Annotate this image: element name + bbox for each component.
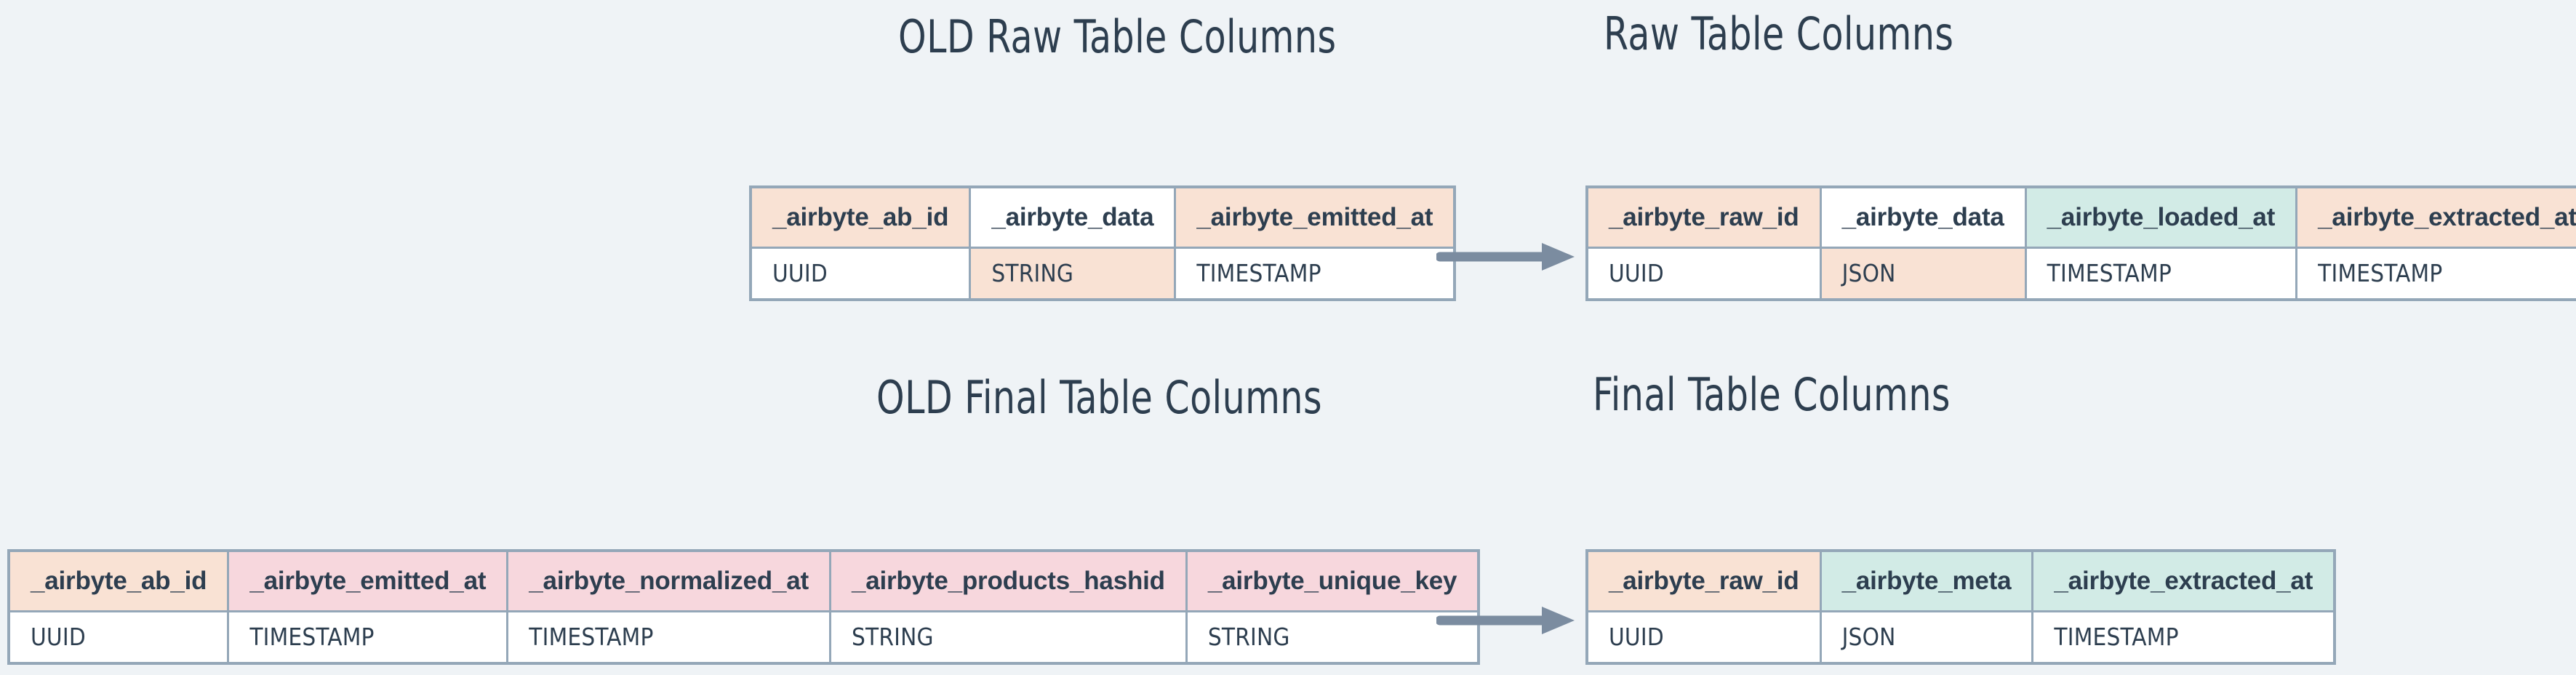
table-header-row: _airbyte_ab_id_airbyte_data_airbyte_emit…: [749, 185, 1456, 249]
title-new-final-table: Final Table Columns: [1593, 368, 1951, 421]
column-type-cell: TIMESTAMP: [227, 610, 509, 665]
column-header-cell: _airbyte_extracted_at: [2031, 549, 2336, 612]
column-header-cell: _airbyte_unique_key: [1185, 549, 1480, 612]
column-header-cell: _airbyte_raw_id: [1585, 549, 1822, 612]
column-header-cell: _airbyte_raw_id: [1585, 185, 1822, 249]
column-header-cell: _airbyte_emitted_at: [227, 549, 509, 612]
table-header-row: _airbyte_raw_id_airbyte_meta_airbyte_ext…: [1585, 549, 2336, 612]
column-type-cell: UUID: [7, 610, 230, 665]
title-old-raw-table: OLD Raw Table Columns: [898, 10, 1337, 63]
column-header-cell: _airbyte_ab_id: [749, 185, 972, 249]
table-header-row: _airbyte_raw_id_airbyte_data_airbyte_loa…: [1585, 185, 2576, 249]
column-type-cell: TIMESTAMP: [1174, 246, 1456, 301]
column-header-cell: _airbyte_products_hashid: [828, 549, 1188, 612]
column-header-cell: _airbyte_loaded_at: [2024, 185, 2298, 249]
old-final-table: _airbyte_ab_id_airbyte_emitted_at_airbyt…: [7, 549, 1481, 665]
column-header-cell: _airbyte_ab_id: [7, 549, 230, 612]
title-old-final-table: OLD Final Table Columns: [876, 371, 1323, 424]
final-transform-arrow-icon: [1436, 607, 1575, 634]
column-header-cell: _airbyte_meta: [1819, 549, 2034, 612]
column-type-cell: STRING: [969, 246, 1177, 301]
column-header-cell: _airbyte_emitted_at: [1174, 185, 1456, 249]
column-type-cell: UUID: [1585, 246, 1822, 301]
column-type-cell: UUID: [1585, 610, 1822, 665]
new-final-table: _airbyte_raw_id_airbyte_meta_airbyte_ext…: [1585, 549, 2337, 665]
column-type-cell: UUID: [749, 246, 972, 301]
column-type-cell: STRING: [1185, 610, 1480, 665]
column-type-cell: JSON: [1819, 246, 2027, 301]
column-type-cell: TIMESTAMP: [2295, 246, 2576, 301]
column-type-cell: TIMESTAMP: [506, 610, 831, 665]
column-type-cell: STRING: [828, 610, 1188, 665]
column-header-cell: _airbyte_normalized_at: [506, 549, 831, 612]
column-header-cell: _airbyte_extracted_at: [2295, 185, 2576, 249]
new-raw-table: _airbyte_raw_id_airbyte_data_airbyte_loa…: [1585, 185, 2576, 301]
column-header-cell: _airbyte_data: [969, 185, 1177, 249]
table-header-row: _airbyte_ab_id_airbyte_emitted_at_airbyt…: [7, 549, 1480, 612]
column-type-cell: TIMESTAMP: [2031, 610, 2336, 665]
raw-transform-arrow-icon: [1436, 243, 1575, 271]
column-type-cell: JSON: [1819, 610, 2034, 665]
column-header-cell: _airbyte_data: [1819, 185, 2027, 249]
column-type-cell: TIMESTAMP: [2024, 246, 2298, 301]
title-new-raw-table: Raw Table Columns: [1604, 7, 1954, 60]
old-raw-table: _airbyte_ab_id_airbyte_data_airbyte_emit…: [749, 185, 1457, 301]
